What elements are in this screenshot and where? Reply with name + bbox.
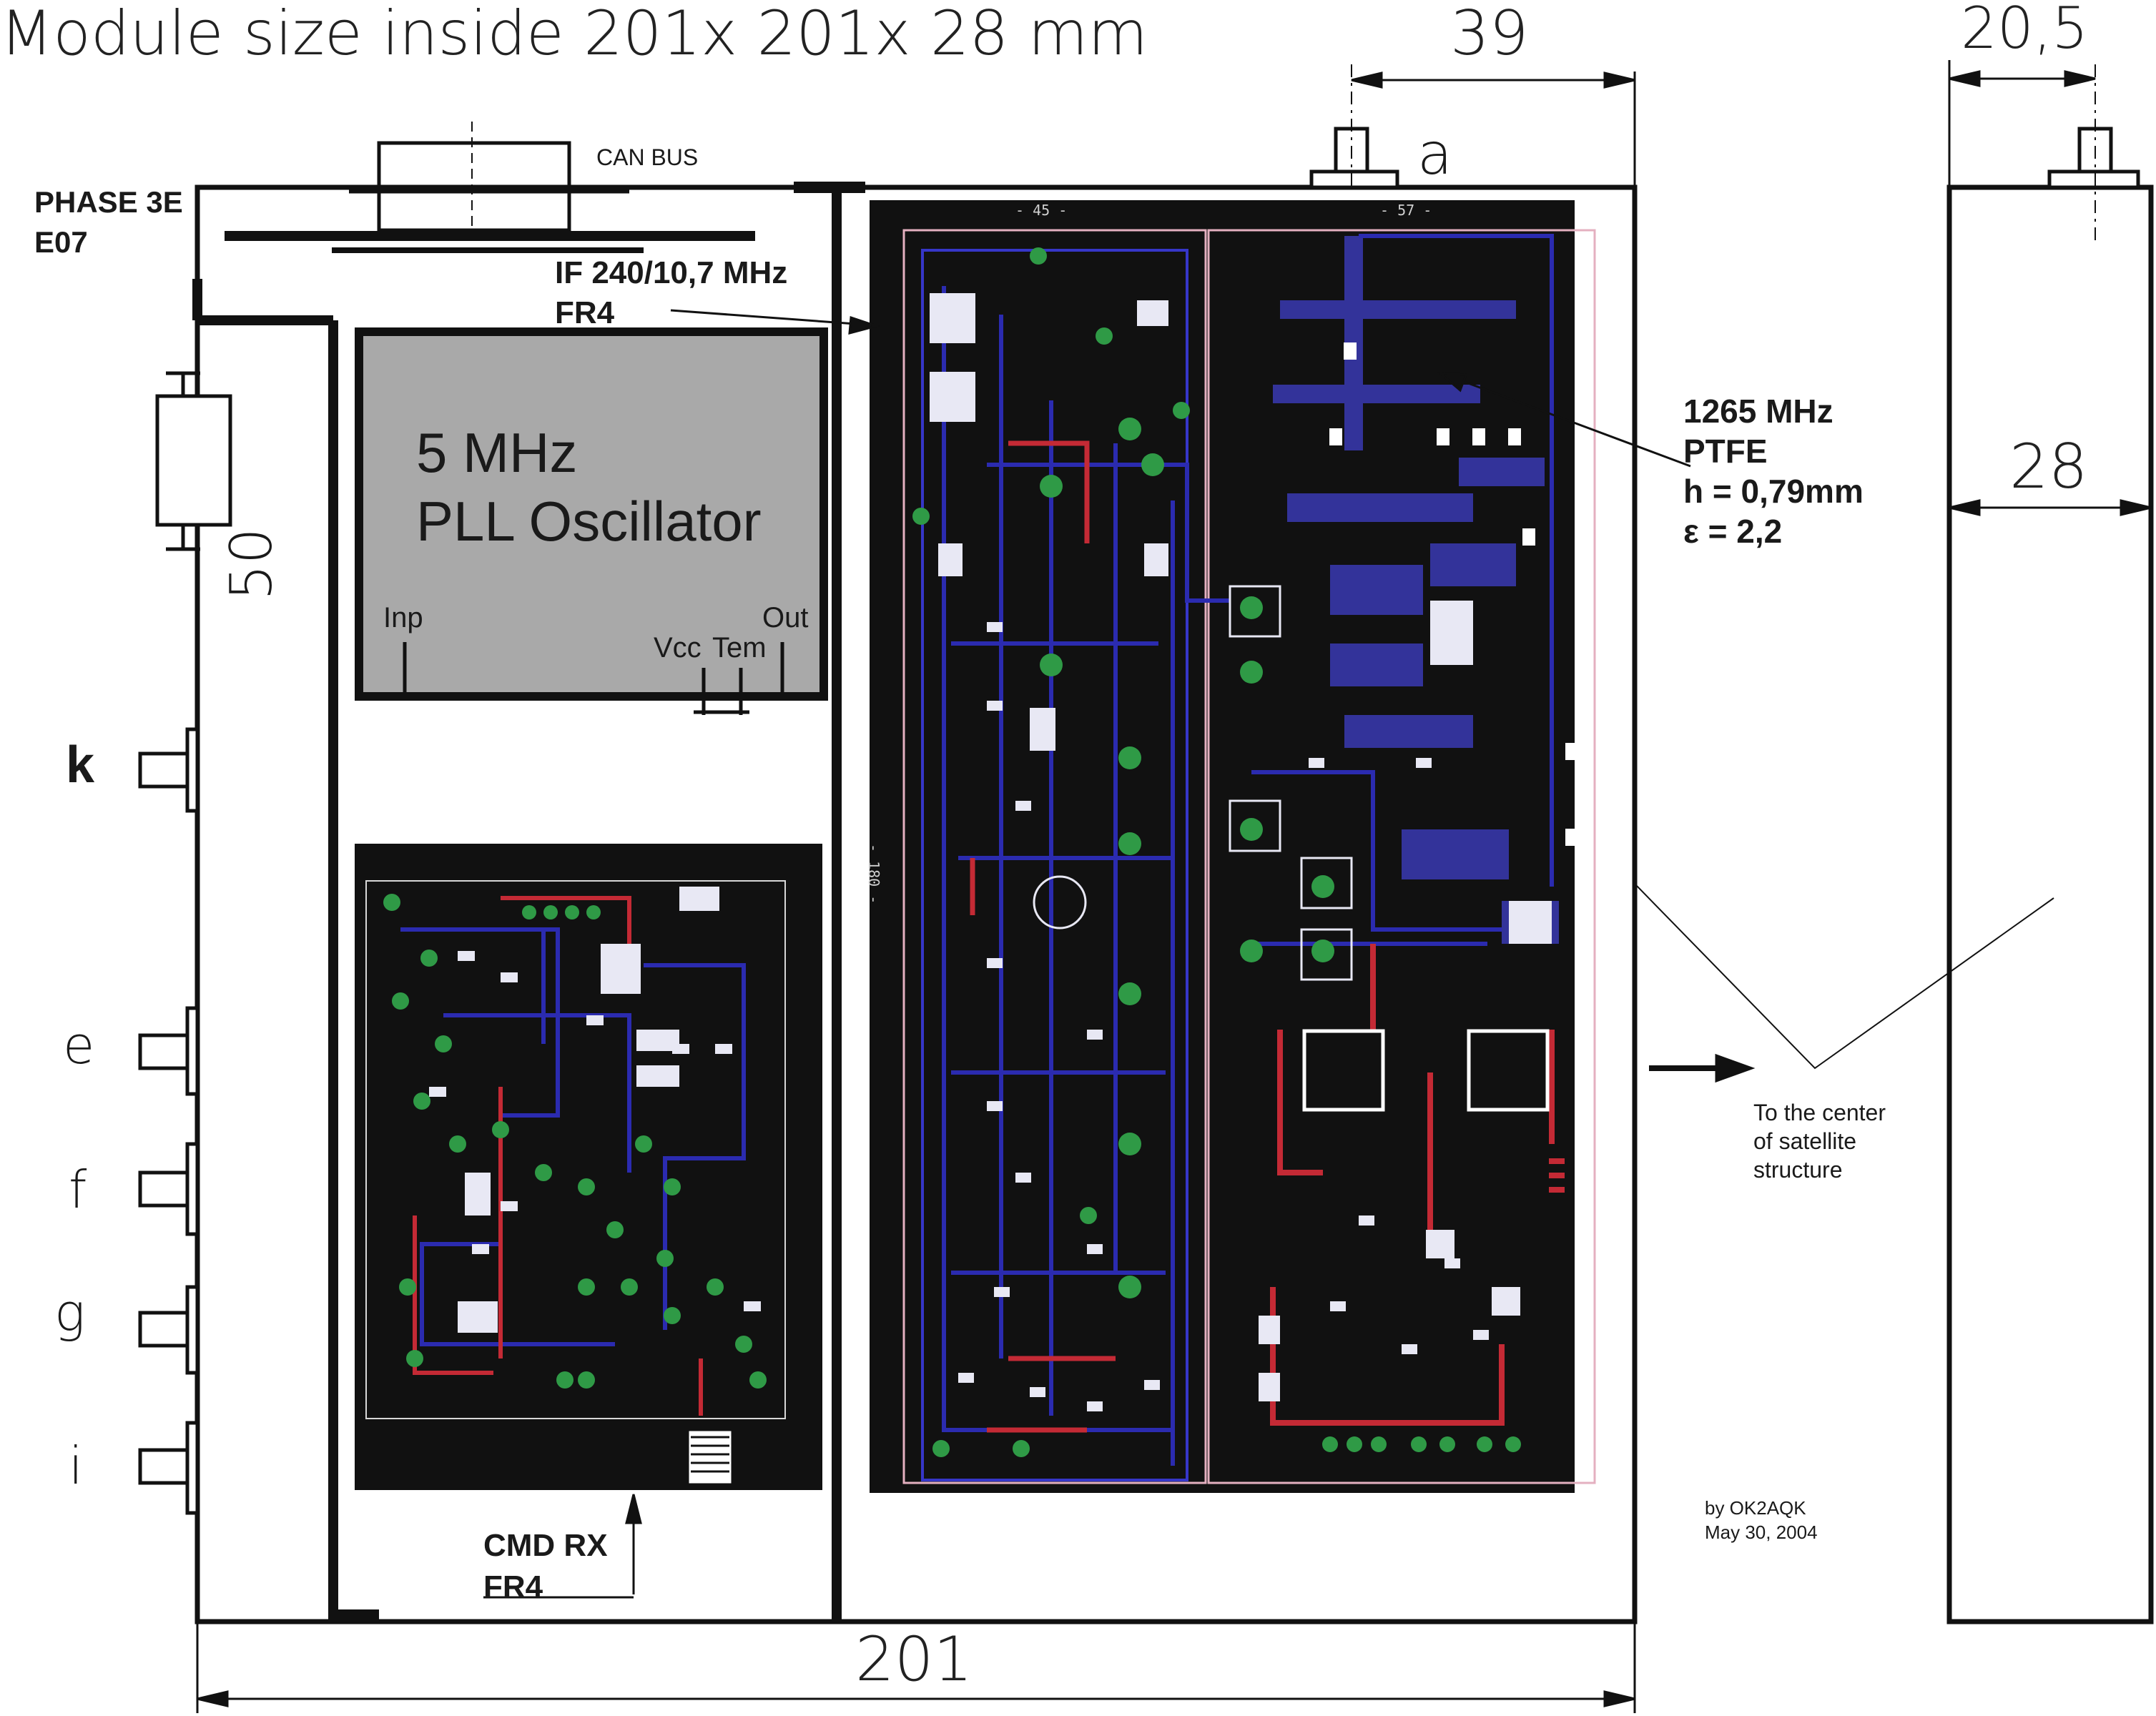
rf-board-label-line2: PTFE	[1683, 433, 1768, 470]
port-label-i: i	[69, 1436, 84, 1496]
dimension-201: 201	[855, 1624, 973, 1695]
pll-oscillator-block	[355, 327, 828, 715]
side-port-connectors	[138, 727, 200, 1515]
module-id-line1: PHASE 3E	[34, 185, 183, 219]
connector-a-label: a	[1417, 121, 1453, 187]
pll-pin-vcc: Vcc	[654, 632, 702, 664]
pcb-height-mark: - 180 -	[865, 844, 882, 904]
pll-pin-out: Out	[762, 602, 809, 633]
callout-lines	[483, 309, 2054, 1599]
can-bus-connector	[225, 122, 755, 253]
port-label-e: e	[63, 1015, 95, 1075]
module-id-line2: E07	[34, 225, 88, 259]
connector-a	[1309, 64, 1399, 189]
module-housing	[192, 182, 1638, 1624]
pll-pin-inp: Inp	[383, 602, 423, 633]
pll-title-line2: PLL Oscillator	[416, 490, 762, 553]
side-view-housing	[1946, 64, 2154, 1624]
drawing-title: Module size inside 201x 201x 28 mm	[0, 0, 1148, 69]
dimension-28: 28	[2009, 431, 2088, 503]
center-note-line2: of satellite	[1753, 1128, 1857, 1154]
cmd-rx-label-line2: FR4	[483, 1569, 543, 1604]
center-note-line1: To the center	[1753, 1100, 1886, 1125]
if-board-label-line2: FR4	[555, 295, 615, 330]
can-bus-label: CAN BUS	[596, 144, 699, 170]
pcb-left-width-mark: - 45 -	[1015, 202, 1068, 219]
dimension-lines	[196, 60, 2152, 1713]
pcb-right-width-mark: - 57 -	[1380, 202, 1432, 219]
port-label-g: g	[54, 1283, 86, 1343]
cmd-rx-pcb	[355, 844, 822, 1490]
fuse-holder	[155, 371, 232, 551]
main-pcb	[870, 200, 1595, 1493]
credits-date: May 30, 2004	[1705, 1522, 1818, 1543]
dimension-50: 50	[218, 528, 285, 601]
rf-board-label-line4: ε = 2,2	[1683, 513, 1783, 550]
credits-author: by OK2AQK	[1705, 1497, 1806, 1519]
pll-pin-tem: Tem	[712, 632, 767, 664]
dimension-20-5: 20,5	[1961, 0, 2089, 61]
rf-board-label-line1: 1265 MHz	[1683, 393, 1833, 430]
center-note-line3: structure	[1753, 1157, 1843, 1183]
pll-title-line1: 5 MHz	[416, 421, 578, 484]
if-board-label-line1: IF 240/10,7 MHz	[555, 255, 788, 290]
rf-board-label-line3: h = 0,79mm	[1683, 473, 1864, 510]
cmd-rx-label-line1: CMD RX	[483, 1528, 608, 1563]
dimension-39: 39	[1450, 0, 1529, 69]
port-label-k: k	[66, 736, 95, 794]
port-label-f: f	[69, 1160, 87, 1220]
